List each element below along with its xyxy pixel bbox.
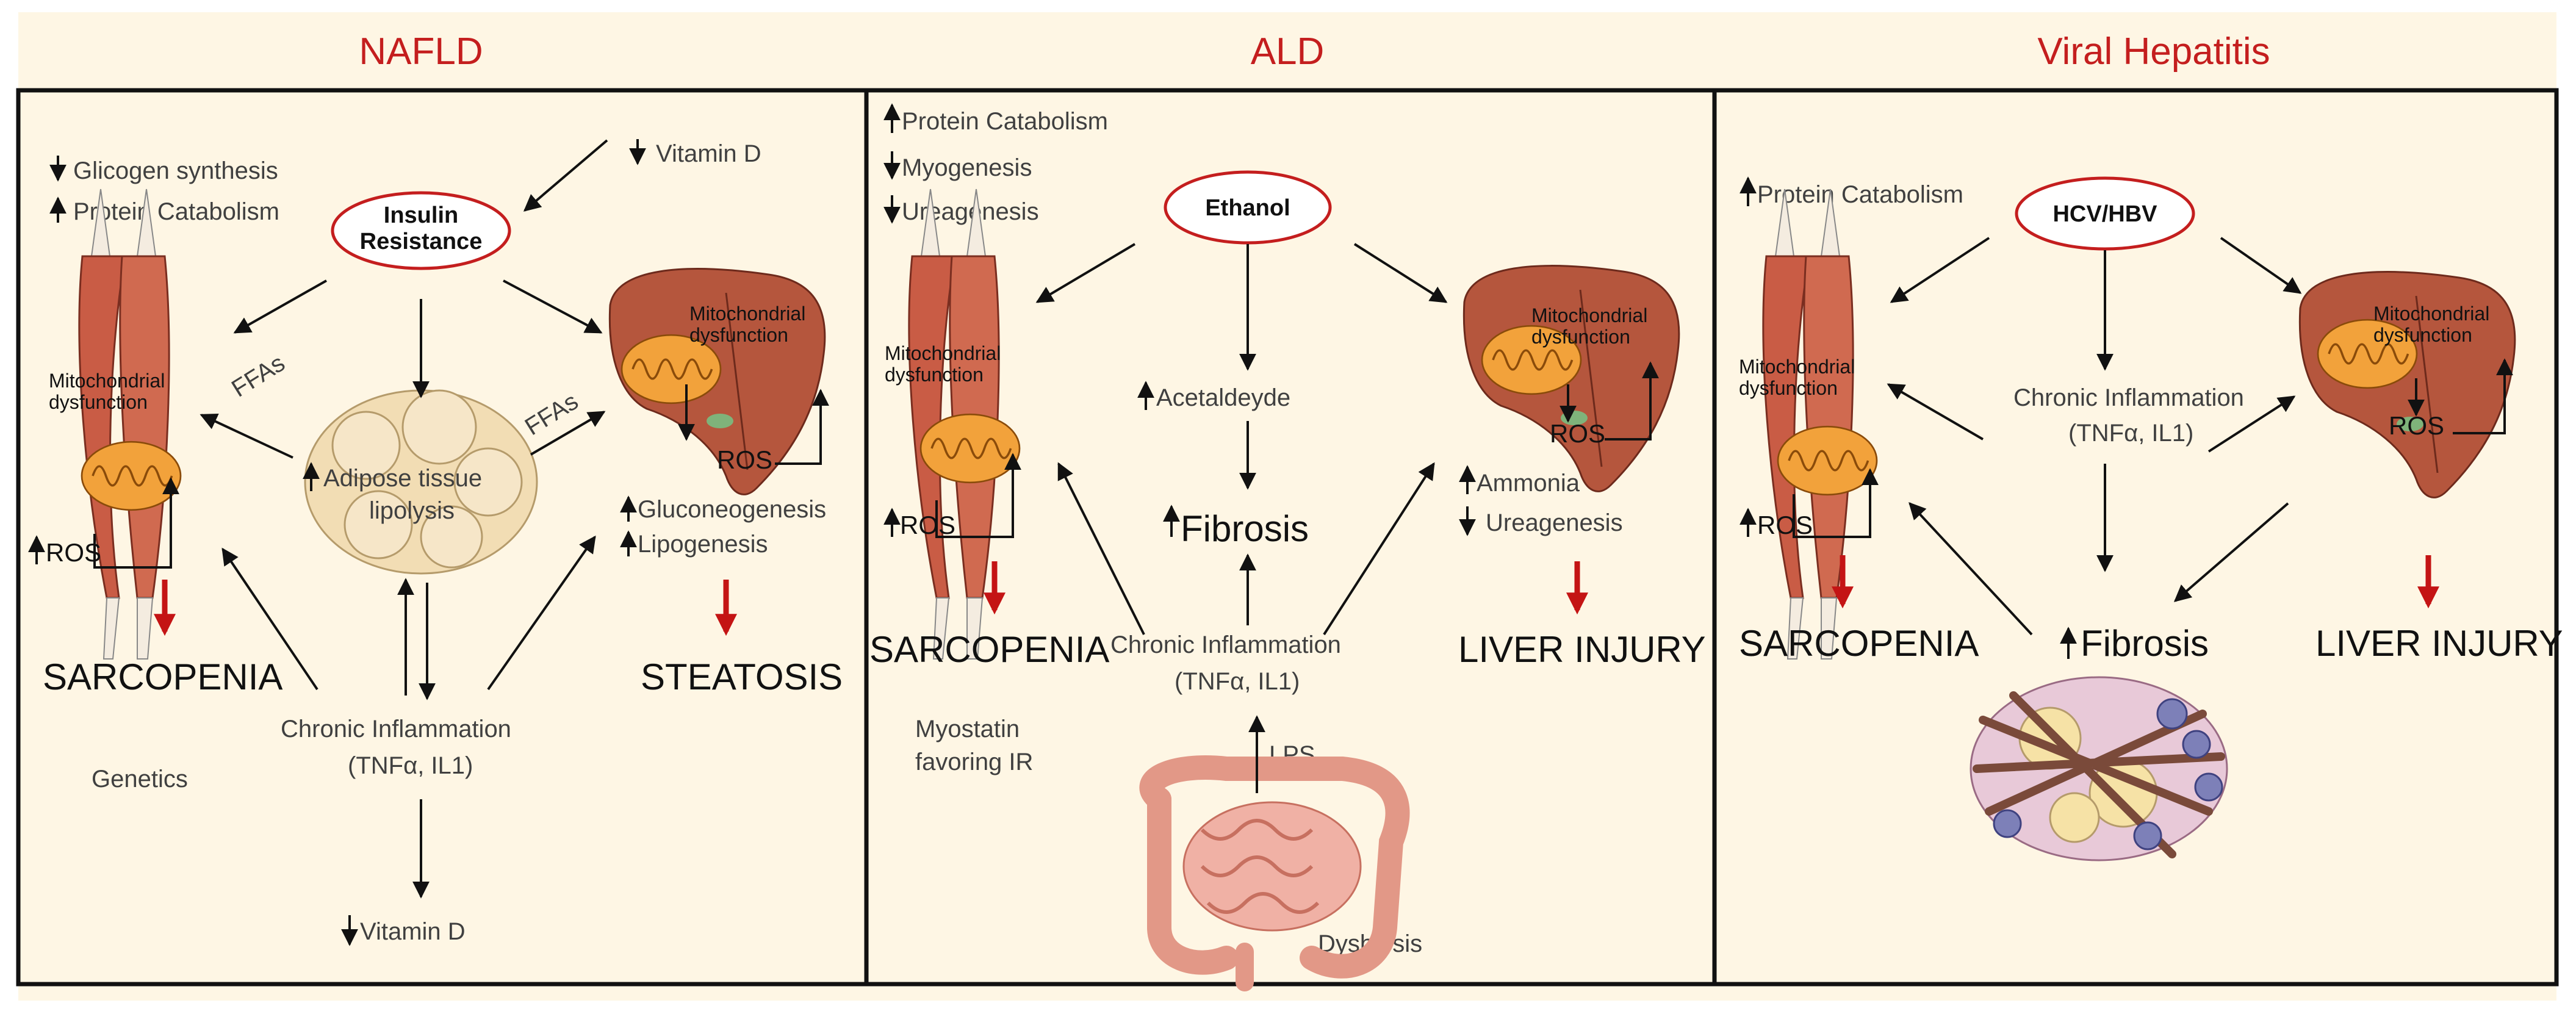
hcv-hbv-oval: [2015, 176, 2195, 251]
cytokines-viral-label: (TNFα, IL1): [2068, 420, 2193, 447]
ros-liver-label: ROS: [717, 445, 772, 474]
fibrosis-viral-label: Fibrosis: [2081, 623, 2209, 664]
mito-muscle-viral-line1: Mitochondrial: [1739, 356, 1855, 378]
panel-title-ald: ALD: [1251, 31, 1325, 73]
liver-injury-ald-label: LIVER INJURY: [1458, 629, 1706, 670]
insulin-label-1: Insulin: [384, 203, 458, 228]
mito-muscle-ald-line1: Mitochondrial: [885, 342, 1001, 364]
panel-title-viral: Viral Hepatitis: [2037, 31, 2270, 73]
genetics-label: Genetics: [92, 766, 188, 793]
mito-liver-line1: Mitochondrial: [689, 303, 805, 325]
mito-muscle-ald-line2: dysfunction: [885, 364, 984, 386]
liver-injury-viral-label: LIVER INJURY: [2315, 623, 2563, 664]
vitamin-d-out-label: Vitamin D: [360, 918, 466, 945]
mito-liver-ald-line1: Mitochondrial: [1531, 304, 1647, 326]
myostatin-line1: Myostatin: [915, 716, 1020, 743]
insulin-resistance-oval: [331, 191, 511, 270]
panel-viral-hepatitis: Protein Catabolism HCV/HBV Mitochondrial…: [1739, 176, 2563, 861]
adipose-label: Adipose tissue: [323, 465, 482, 492]
gluconeogenesis-label: Gluconeogenesis: [638, 496, 826, 523]
sarcopenia-nafld-label: SARCOPENIA: [43, 656, 282, 697]
protein-catabolism-label: Protein Catabolism: [73, 198, 279, 225]
myostatin-line2: favoring IR: [915, 749, 1033, 775]
sarcopenia-ald-label: SARCOPENIA: [869, 629, 1109, 670]
inflammation-ald-label: Chronic Inflammation: [1110, 631, 1341, 658]
ureagenesis-bottom-label: Ureagenesis: [1486, 509, 1623, 536]
ros-muscle-ald-label: ROS: [900, 511, 955, 539]
acetaldeyde-label: Acetaldeyde: [1156, 384, 1290, 411]
panel-frame: [16, 88, 2559, 987]
mito-muscle-line2: dysfunction: [49, 391, 148, 413]
hcv-hbv-label: HCV/HBV: [2053, 201, 2157, 227]
panel-title-nafld: NAFLD: [359, 31, 483, 73]
adipose-tissue-icon: [304, 389, 538, 575]
inflammation-nafld-label: Chronic Inflammation: [281, 716, 511, 743]
panel-nafld: Insulin Resistance Glicogen synthesis Pr…: [28, 139, 843, 946]
mito-liver-line2: dysfunction: [689, 324, 788, 346]
mito-liver-viral-line2: dysfunction: [2373, 324, 2472, 346]
mitochondria-icon: [81, 440, 182, 511]
inflammation-viral-label: Chronic Inflammation: [2013, 384, 2244, 411]
mito-liver-viral-line1: Mitochondrial: [2373, 303, 2489, 325]
ethanol-label: Ethanol: [1205, 195, 1290, 221]
mito-liver-ald-line2: dysfunction: [1531, 326, 1630, 348]
lipogenesis-label: Lipogenesis: [638, 531, 768, 558]
myogenesis-label: Myogenesis: [902, 154, 1032, 181]
cytokines-nafld-label: (TNFα, IL1): [348, 752, 473, 779]
sarcopenia-viral-label: SARCOPENIA: [1739, 623, 1979, 664]
ros-muscle-viral-label: ROS: [1757, 511, 1813, 539]
ros-muscle-label: ROS: [46, 538, 101, 567]
mito-muscle-line1: Mitochondrial: [49, 370, 165, 392]
fibrosis-ald-label: Fibrosis: [1181, 508, 1309, 549]
ros-liver-ald-label: ROS: [1550, 419, 1605, 448]
vitamin-d-in-label: Vitamin D: [656, 140, 761, 167]
panel-ald: Protein Catabolism Myogenesis Ureagenesi…: [869, 103, 1706, 991]
steatosis-label: STEATOSIS: [641, 656, 843, 697]
glycogen-label: Glicogen synthesis: [73, 157, 278, 184]
mitochondria-ald-icon: [919, 413, 1021, 484]
mito-muscle-viral-line2: dysfunction: [1739, 377, 1838, 399]
fibrosis-tissue-icon: [1970, 676, 2228, 861]
ethanol-oval: [1164, 170, 1332, 245]
protein-catabolism-ald-label: Protein Catabolism: [902, 108, 1108, 135]
insulin-label-2: Resistance: [360, 229, 483, 254]
ros-liver-viral-label: ROS: [2389, 411, 2444, 440]
lipolysis-label: lipolysis: [369, 497, 455, 524]
cytokines-ald-label: (TNFα, IL1): [1175, 668, 1300, 695]
ammonia-label: Ammonia: [1477, 470, 1580, 497]
ureagenesis-top-label: Ureagenesis: [902, 198, 1039, 225]
intestine-icon: [1139, 755, 1410, 991]
protein-catabolism-viral-label: Protein Catabolism: [1757, 181, 1963, 208]
mitochondria-viral-icon: [1777, 425, 1878, 496]
